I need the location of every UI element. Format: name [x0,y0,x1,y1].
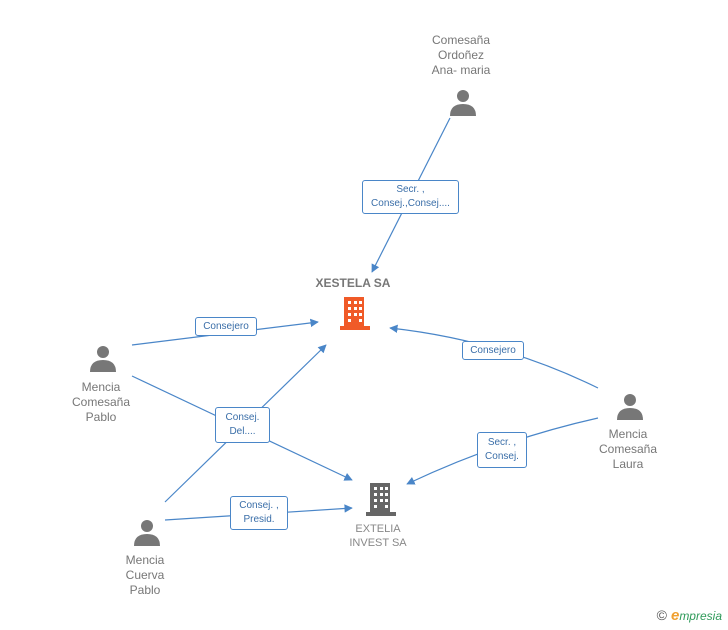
company-label-xestela[interactable]: XESTELA SA [315,276,391,290]
person-label-ana[interactable]: Comesaña Ordoñez Ana- maria [431,33,491,77]
relation-line: Consejero [470,345,516,356]
empresia-logo: ©empresia [657,607,722,624]
relation-box-laura-extelia[interactable]: Secr. , Consej. [477,432,527,468]
relation-box-laura-xestela[interactable]: Consejero [462,341,524,360]
person-icon-mencia-laura [617,394,643,420]
building-icon-xestela [340,297,370,330]
company-label-extelia[interactable]: EXTELIA INVEST SA [349,523,407,549]
relation-line: Consej. [485,451,519,462]
brand-name: mpresia [679,609,722,623]
relation-line: Del.... [229,426,256,437]
person-label-mencia-laura[interactable]: Mencia Comesaña Laura [598,427,658,471]
copyright-symbol: © [656,607,667,623]
relation-line: Consej. [225,412,260,423]
relation-line: Secr. , [487,437,517,448]
person-icon-mencia-pablo [90,346,116,372]
person-label-cuerva-pablo[interactable]: Mencia Cuerva Pablo [125,553,165,597]
person-icon-cuerva-pablo [134,520,160,546]
relation-line: Secr. , [396,184,425,195]
person-label-mencia-pablo[interactable]: Mencia Comesaña Pablo [71,380,131,424]
person-icon-ana [450,90,476,116]
relation-box-ana-xestela[interactable]: Secr. , Consej.,Consej.... [362,180,459,214]
relation-box-pablo-xestela[interactable]: Consejero [195,317,257,336]
relation-line: Consej. , [239,500,279,511]
relation-line: Presid. [243,514,275,525]
brand-initial: e [670,607,680,624]
building-icon-extelia [366,483,396,516]
relation-box-cuerva-extelia[interactable]: Consej. , Presid. [230,496,288,530]
relation-line: Consej.,Consej.... [371,198,450,209]
relation-box-pablo-extelia[interactable]: Consej. Del.... [215,407,270,443]
relation-line: Consejero [203,321,249,332]
